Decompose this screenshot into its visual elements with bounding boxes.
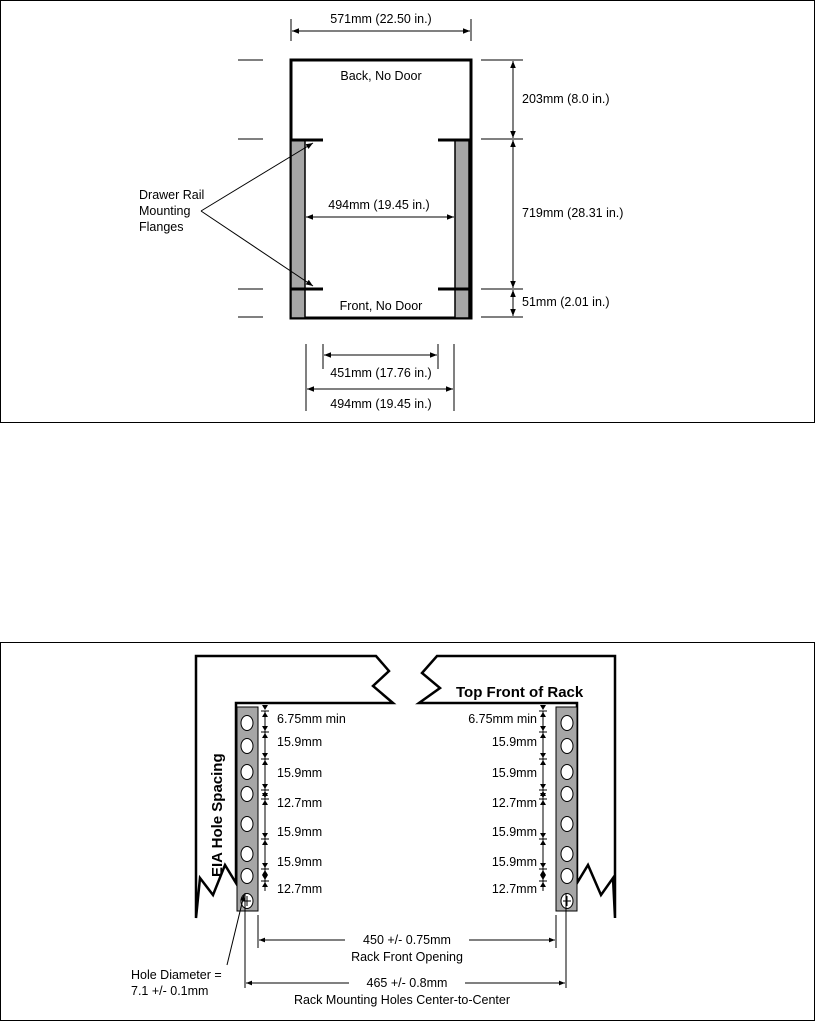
rail-hole: [240, 846, 254, 862]
right-spacing-dimensions: [539, 705, 547, 891]
rack-footprint-panel: 571mm (22.50 in.) Back, No Door Front, N…: [0, 0, 815, 423]
right-spacing-label: 15.9mm: [492, 825, 537, 839]
dimension-arrowhead: [540, 840, 546, 845]
dimension-arrowhead: [540, 882, 546, 887]
left-spacing-label: 6.75mm min: [277, 712, 346, 726]
hole-diameter-line-1: Hole Diameter =: [131, 968, 222, 982]
rail-hole: [240, 868, 254, 884]
right-spacing-label: 15.9mm: [492, 855, 537, 869]
left-spacing-label: 15.9mm: [277, 766, 322, 780]
rail-hole: [240, 786, 254, 802]
dimension-arrowhead: [540, 733, 546, 738]
opening-value: 450 +/- 0.75mm: [363, 933, 451, 947]
width-label: 571mm (22.50 in.): [330, 12, 431, 26]
left-spacing-label: 12.7mm: [277, 796, 322, 810]
rail-hole: [240, 764, 254, 780]
dimension-arrowhead: [540, 712, 546, 717]
rail-hole: [240, 715, 254, 731]
dimension-arrowhead: [262, 712, 268, 717]
centers-label: Rack Mounting Holes Center-to-Center: [294, 993, 510, 1007]
left-spacing-label: 15.9mm: [277, 735, 322, 749]
depth-mid-label: 719mm (28.31 in.): [522, 206, 623, 220]
rail-hole: [560, 764, 574, 780]
dimension-arrowhead: [540, 870, 546, 875]
left-frame-outline: [194, 654, 397, 919]
depth-front-label: 51mm (2.01 in.): [522, 295, 610, 309]
dimension-arrowhead: [540, 784, 546, 789]
flanges-label-line-3: Flanges: [139, 220, 183, 234]
right-rail: [454, 139, 470, 319]
right-spacing-label: 15.9mm: [492, 766, 537, 780]
opening-label: Rack Front Opening: [351, 950, 463, 964]
dimension-arrowhead: [262, 870, 268, 875]
eia-hole-spacing-panel: Top Front of Rack EIA Hole Spacing 6.75m…: [0, 642, 815, 1021]
dimension-arrowhead: [262, 882, 268, 887]
flanges-label-line-1: Drawer Rail: [139, 188, 204, 202]
dimension-arrowhead: [540, 863, 546, 868]
left-tick-marks: [238, 59, 263, 318]
rail-hole: [560, 715, 574, 731]
centers-value: 465 +/- 0.8mm: [367, 976, 448, 990]
depth-back-label: 203mm (8.0 in.): [522, 92, 610, 106]
dimension-arrowhead: [262, 753, 268, 758]
dimension-arrowhead: [540, 726, 546, 731]
dimension-arrowhead: [262, 863, 268, 868]
left-rail-holes: [240, 715, 254, 909]
back-label: Back, No Door: [340, 69, 421, 83]
bottom-inner-label: 451mm (17.76 in.): [330, 366, 431, 380]
rail-hole: [560, 868, 574, 884]
left-rail: [290, 139, 306, 319]
dimension-arrowhead: [262, 840, 268, 845]
rail-hole: [560, 786, 574, 802]
rail-hole: [560, 816, 574, 832]
left-mounting-rail: [236, 706, 259, 912]
dimension-arrowhead: [540, 793, 546, 798]
hole-diameter-line-2: 7.1 +/- 0.1mm: [131, 984, 208, 998]
dimension-arrowhead: [262, 726, 268, 731]
dimension-arrowhead: [540, 833, 546, 838]
rack-outline: [289, 58, 473, 320]
right-spacing-label: 12.7mm: [492, 796, 537, 810]
dimension-arrowhead: [540, 753, 546, 758]
width-dimension: [290, 19, 472, 41]
left-spacing-dimensions: [261, 705, 269, 891]
flanges-label-line-2: Mounting: [139, 204, 190, 218]
flange-lines: [291, 138, 471, 291]
dimension-arrowhead: [262, 875, 268, 880]
inner-width-label: 494mm (19.45 in.): [328, 198, 429, 212]
dimension-arrowhead: [262, 784, 268, 789]
rack-footprint-diagram: 571mm (22.50 in.) Back, No Door Front, N…: [139, 12, 623, 411]
flanges-leader-lines: [200, 142, 314, 287]
dimension-arrowhead: [262, 800, 268, 805]
opening-dimensions: [226, 893, 567, 988]
top-front-label: Top Front of Rack: [456, 684, 584, 701]
rail-hole: [560, 846, 574, 862]
eia-hole-spacing-diagram: Top Front of Rack EIA Hole Spacing 6.75m…: [131, 654, 617, 1007]
dimension-arrowhead: [262, 760, 268, 765]
dimension-arrowhead: [540, 800, 546, 805]
dimension-arrowhead: [262, 793, 268, 798]
right-rail-holes: [560, 715, 574, 909]
dimension-arrowhead: [262, 833, 268, 838]
bottom-outer-label: 494mm (19.45 in.): [330, 397, 431, 411]
eia-label: EIA Hole Spacing: [209, 753, 226, 877]
right-spacing-label: 6.75mm min: [468, 712, 537, 726]
left-spacing-label: 15.9mm: [277, 825, 322, 839]
rail-hole: [560, 738, 574, 754]
dimension-arrowhead: [540, 875, 546, 880]
rail-hole: [240, 738, 254, 754]
dimension-arrowhead: [540, 760, 546, 765]
right-spacing-label: 12.7mm: [492, 882, 537, 896]
rail-hole: [240, 816, 254, 832]
left-spacing-label: 12.7mm: [277, 882, 322, 896]
depth-dimensions: [481, 59, 523, 318]
left-spacing-label: 15.9mm: [277, 855, 322, 869]
right-spacing-label: 15.9mm: [492, 735, 537, 749]
dimension-arrowhead: [540, 705, 546, 710]
front-label: Front, No Door: [340, 299, 423, 313]
bottom-width-dimensions: [305, 344, 455, 411]
dimension-arrowhead: [262, 733, 268, 738]
dimension-arrowhead: [262, 705, 268, 710]
